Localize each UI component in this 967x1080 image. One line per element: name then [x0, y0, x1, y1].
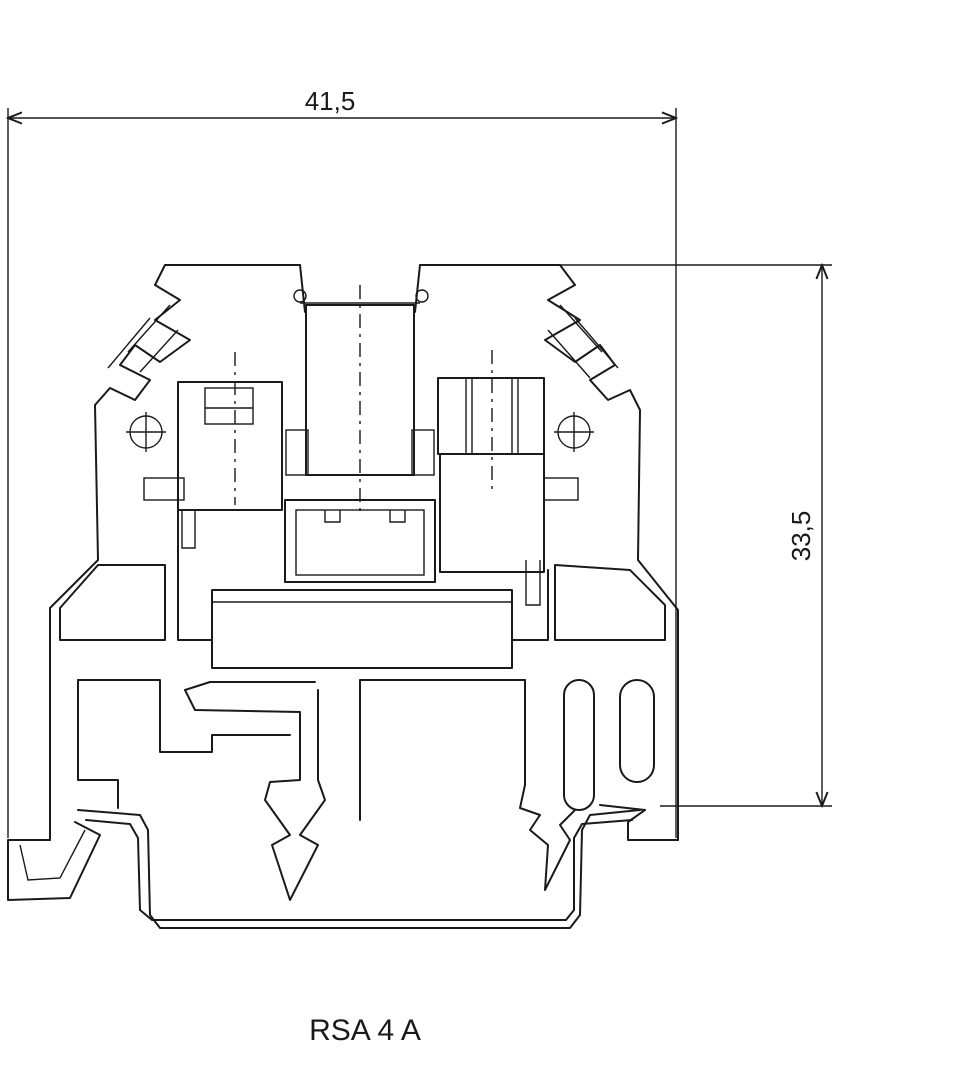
height-dimension: 33,5: [420, 265, 832, 806]
model-caption: RSA 4 A: [309, 1014, 421, 1047]
right-spring-hook: [519, 784, 576, 891]
left-latch: [19, 829, 86, 881]
right-top-hole: [415, 289, 429, 303]
left-spring-hook: [184, 689, 326, 901]
width-dimension: 41,5: [8, 86, 676, 838]
right-screw-icon: [554, 412, 594, 452]
current-bar: [211, 589, 513, 669]
right-wire-guide: [547, 304, 619, 379]
inner-chambers: [177, 499, 549, 669]
right-slot-2: [619, 679, 655, 783]
left-screw-icon: [126, 412, 166, 452]
width-dimension-label: 41,5: [305, 86, 356, 116]
left-clamp: [143, 352, 283, 549]
base-section: [59, 564, 666, 901]
top-center-opening: [299, 264, 421, 313]
left-side-pocket: [59, 564, 166, 641]
upper-chamber: [284, 499, 436, 583]
housing-left-foot: [7, 821, 101, 901]
right-slot-1: [563, 679, 595, 811]
housing-right-foot: [599, 804, 679, 841]
right-side-pocket: [554, 564, 666, 641]
height-dimension-label: 33,5: [786, 511, 816, 562]
left-wire-guide: [107, 304, 179, 373]
housing-left-upper-outline: [49, 264, 301, 841]
din-rail: [77, 809, 641, 929]
right-clamp: [437, 350, 579, 606]
left-top-hole: [293, 289, 307, 303]
housing-right-upper-outline: [419, 264, 679, 841]
central-screw-channel: [285, 285, 435, 515]
